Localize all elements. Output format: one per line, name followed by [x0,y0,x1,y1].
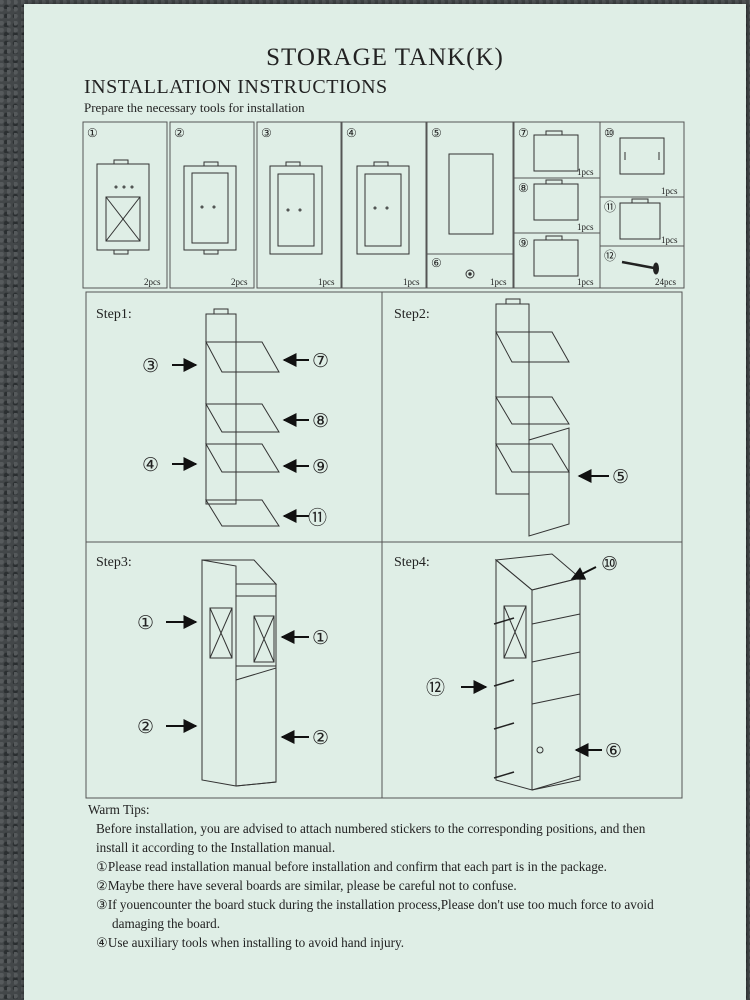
tips-intro-line-1: Before installation, you are advised to … [96,821,646,836]
step1-callout-4: ④ [142,455,159,476]
step1-callout-8: ⑧ [312,411,329,432]
part-qty-10: 1pcs [661,186,678,196]
step3-callout-1-right: ① [312,628,329,649]
part-qty-7: 1pcs [577,167,594,177]
part-label-7: ⑦ [518,126,529,140]
step2-label: Step2: [394,307,430,322]
part-label-8: ⑧ [518,181,529,195]
part-4-drawing [356,161,410,255]
part-qty-8: 1pcs [577,222,594,232]
tips-intro-line-2: install it according to the Installation… [96,840,336,855]
tip-item-2: ②Maybe there have several boards are sim… [96,878,517,893]
part-7-drawing [533,130,579,172]
part-qty-3: 1pcs [318,277,335,287]
part-qty-6: 1pcs [490,277,507,287]
part-qty-12: 24pcs [655,277,676,287]
part-8-drawing [533,179,579,221]
part-label-6: ⑥ [431,256,442,270]
step3-label: Step3: [96,555,132,570]
step4-drawing [494,553,582,791]
part-label-9: ⑨ [518,236,529,250]
part-qty-11: 1pcs [661,235,678,245]
part-label-4: ④ [346,126,357,140]
document-subtitle: INSTALLATION INSTRUCTIONS [84,76,388,98]
part-qty-1: 2pcs [144,277,161,287]
tools-note: Prepare the necessary tools for installa… [84,100,305,115]
step3-drawing [201,559,278,787]
tip-item-3: ③If youencounter the board stuck during … [96,897,654,912]
warm-tips-section: Warm Tips: Before installation, you are … [88,800,728,952]
step1-callout-11: ⑪ [308,507,327,529]
part-label-10: ⑩ [604,126,615,140]
parts-and-steps-diagram: ① ② ③ ④ ⑤ ⑥ ⑦ ⑧ ⑨ ⑩ ⑪ ⑫ 2pcs 2pcs 1pcs 1… [82,121,685,799]
step3-callout-2-right: ② [312,728,329,749]
step2-callout-5: ⑤ [612,467,629,488]
step1-drawing [205,308,280,527]
step2-drawing [495,298,570,537]
part-label-12: ⑫ [604,249,616,263]
tip-item-4: ④Use auxiliary tools when installing to … [96,935,405,950]
step4-label: Step4: [394,555,430,570]
part-3-drawing [269,161,323,255]
part-6-drawing [465,269,475,279]
step1-callout-9: ⑨ [312,457,329,478]
step1-label: Step1: [96,307,132,322]
step1-callout-3: ③ [142,356,159,377]
part-10-drawing [619,137,665,175]
step3-callout-1-left: ① [137,613,154,634]
tip-item-3-continued: damaging the board. [112,916,221,931]
tip-item-1: ①Please read installation manual before … [96,859,607,874]
part-qty-9: 1pcs [577,277,594,287]
part-2-drawing [183,161,237,255]
part-5-drawing [448,153,494,235]
part-11-drawing [619,198,661,240]
step4-callout-6: ⑥ [605,741,622,762]
part-1-drawing [96,159,150,255]
tips-heading: Warm Tips: [88,802,150,817]
part-9-drawing [533,235,579,277]
step3-callout-2-left: ② [137,717,154,738]
instruction-sheet: STORAGE TANK(K) INSTALLATION INSTRUCTION… [24,4,746,1000]
document-title: STORAGE TANK(K) [266,44,504,71]
part-label-11: ⑪ [604,200,616,214]
part-qty-4: 1pcs [403,277,420,287]
screw-icon [621,260,659,275]
part-label-5: ⑤ [431,126,442,140]
step4-callout-12: ⑫ [426,677,445,699]
part-label-1: ① [87,126,98,140]
part-label-3: ③ [261,126,272,140]
part-qty-2: 2pcs [231,277,248,287]
part-label-2: ② [174,126,185,140]
step4-callout-10: ⑩ [601,554,618,575]
step1-callout-7: ⑦ [312,351,329,372]
